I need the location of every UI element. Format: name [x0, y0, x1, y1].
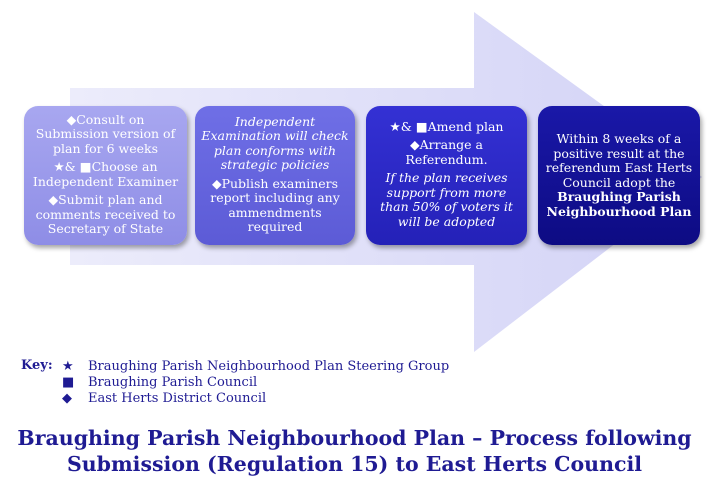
key-item-steering-group: ★ Braughing Parish Neighbourhood Plan St…	[62, 358, 449, 374]
key-label: Braughing Parish Council	[88, 374, 258, 390]
key-title: Key:	[21, 358, 53, 373]
page-title-line2: Submission (Regulation 15) to East Herts…	[66, 452, 643, 476]
star-square-icon: ★& ■	[389, 118, 428, 134]
step1-item-submit-plan: ◆Submit plan and comments received to Se…	[35, 192, 176, 236]
page-title-line1: Braughing Parish Neighbourhood Plan – Pr…	[17, 426, 692, 450]
step3-item-referendum: ◆Arrange a Referendum.	[405, 137, 488, 167]
diamond-icon: ◆	[62, 390, 72, 406]
key-item-district-council: ◆ East Herts District Council	[62, 390, 266, 406]
step2-item-publish-report: ◆Publish examiners report including any …	[210, 175, 340, 234]
step1-item-choose-examiner: ★& ■Choose an Independent Examiner	[32, 159, 179, 189]
step3-item-amend-plan: ★& ■Amend plan	[389, 118, 504, 134]
step-independent-examination: Independent Examination will check plan …	[195, 106, 355, 245]
diamond-icon: ◆	[48, 192, 59, 207]
star-square-icon: ★& ■	[53, 159, 92, 174]
square-icon: ■	[62, 374, 75, 390]
step2-intro: Independent Examination will check plan …	[201, 113, 349, 172]
step1-item-consult: ◆Consult on Submission version of plan f…	[35, 111, 176, 156]
key-label: Braughing Parish Neighbourhood Plan Stee…	[88, 358, 450, 374]
star-icon: ★	[62, 358, 74, 374]
diamond-icon: ◆	[211, 175, 222, 191]
diamond-icon: ◆	[410, 137, 420, 153]
step4-plan-name: Braughing Parish Neighbourhood Plan	[546, 189, 692, 219]
step-consult-submission: ◆Consult on Submission version of plan f…	[24, 106, 187, 245]
step4-text: Within 8 weeks of a positive result at t…	[545, 131, 693, 190]
step-amend-referendum: ★& ■Amend plan ◆Arrange a Referendum. If…	[366, 106, 527, 245]
key-label: East Herts District Council	[88, 390, 267, 406]
step-adopt-plan: Within 8 weeks of a positive result at t…	[538, 106, 700, 245]
diamond-icon: ◆	[66, 111, 77, 127]
step3-note: If the plan receives support from more t…	[380, 170, 513, 229]
key-item-parish-council: ■ Braughing Parish Council	[62, 374, 257, 390]
